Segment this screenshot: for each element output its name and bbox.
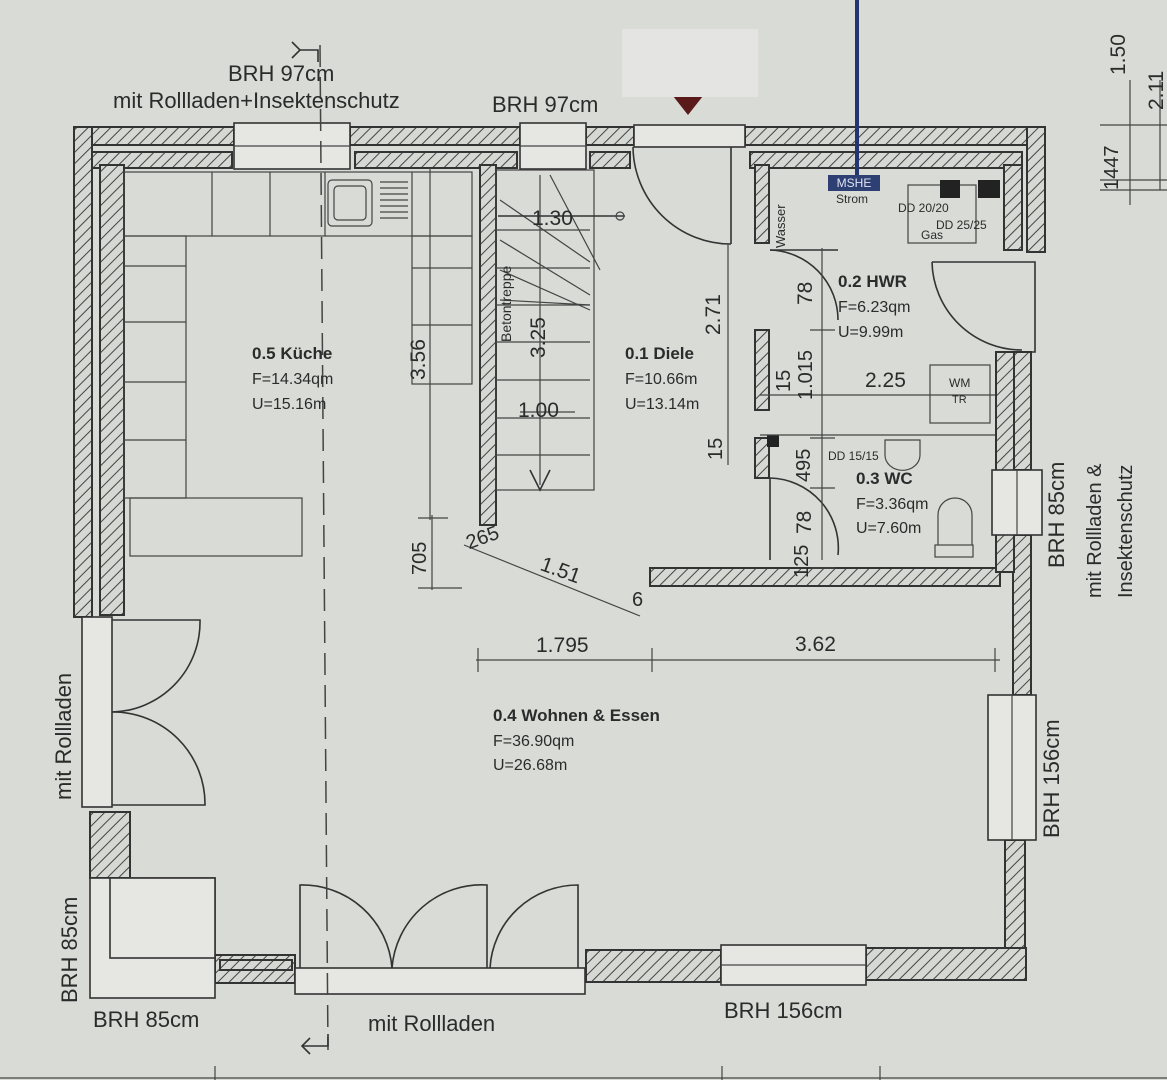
outer-walls (73, 126, 1046, 984)
room-hwr-area: F=6.23qm (838, 299, 911, 316)
right-rollladen: mit Rollladen & (1084, 463, 1106, 598)
right-insektenschutz: Insektenschutz (1115, 464, 1137, 598)
top-left-brh: BRH 97cm (228, 61, 335, 86)
dim-325: 3.25 (527, 317, 550, 358)
dim-78-bottom: 78 (793, 510, 816, 534)
dim-705: 705 (409, 541, 431, 575)
redacted-area (622, 29, 758, 97)
left-rollladen: mit Rollladen (51, 672, 76, 800)
ruler-1447: 1447 (1101, 145, 1123, 191)
utility-fixtures (767, 180, 1000, 558)
right-brh-85: BRH 85cm (1044, 461, 1069, 568)
room-kueche-area: F=14.34qm (252, 371, 334, 388)
entrance-arrow (673, 96, 703, 115)
doors (81, 124, 1036, 999)
staircase (495, 169, 625, 492)
top-left-note: mit Rollladen+Insektenschutz (113, 88, 400, 113)
bottom-ruler (0, 1066, 1167, 1080)
dim-100: 1.00 (518, 399, 559, 422)
room-wohnen-area: F=36.90qm (493, 733, 575, 750)
label-wasser: Wasser (773, 204, 788, 248)
dim-15-a: 15 (773, 369, 795, 392)
room-wc-perimeter: U=7.60m (856, 520, 922, 537)
room-hwr-perimeter: U=9.99m (838, 324, 904, 341)
dim-125: 125 (791, 544, 813, 578)
section-cut-line (291, 41, 329, 1055)
dim-1015: 1.015 (795, 349, 817, 400)
elevation-ruler (1100, 80, 1167, 205)
label-tr: TR (952, 394, 967, 406)
room-wohnen-name: 0.4 Wohnen & Essen (493, 706, 660, 725)
right-brh-156: BRH 156cm (1039, 719, 1064, 838)
room-wc-name: 0.3 WC (856, 469, 913, 488)
label-wm: WM (949, 376, 971, 390)
windows (233, 122, 1043, 986)
bottom-rollladen: mit Rollladen (368, 1011, 496, 1036)
room-diele-name: 0.1 Diele (625, 344, 694, 363)
room-kueche-name: 0.5 Küche (252, 344, 333, 363)
kitchen-cabinets (123, 171, 473, 557)
label-dd-25: DD 25/25 (936, 218, 987, 232)
mshe-panel: MSHE (828, 175, 880, 191)
dim-225: 2.25 (865, 369, 906, 392)
room-wc-area: F=3.36qm (856, 496, 929, 513)
dim-495: 495 (793, 448, 815, 482)
dim-271: 2.71 (702, 294, 725, 335)
bottom-brh-156: BRH 156cm (724, 998, 843, 1023)
label-strom: Strom (836, 192, 869, 206)
top-middle-brh: BRH 97cm (492, 92, 599, 117)
dim-78-top: 78 (794, 281, 817, 305)
room-kueche-perimeter: U=15.16m (252, 396, 327, 413)
label-dd-15: DD 15/15 (828, 449, 879, 463)
dimension-lines (418, 168, 1000, 672)
dim-6: 6 (632, 589, 644, 611)
label-dd-20: DD 20/20 (898, 201, 949, 215)
room-diele-area: F=10.66m (625, 371, 698, 388)
label-betontreppe: Betontreppe (498, 265, 514, 342)
left-brh-85: BRH 85cm (57, 896, 82, 1003)
dim-15-b: 15 (705, 437, 727, 460)
dim-362: 3.62 (795, 633, 836, 656)
label-gas: Gas (921, 228, 944, 242)
dim-356: 3.56 (407, 339, 430, 380)
dim-130: 1.30 (532, 207, 573, 230)
ruler-211: 2.11 (1145, 70, 1167, 110)
dim-1795: 1.795 (536, 634, 589, 657)
room-diele-perimeter: U=13.14m (625, 396, 700, 413)
bottom-brh-85: BRH 85cm (93, 1007, 200, 1032)
ruler-150: 1.50 (1107, 34, 1130, 75)
room-hwr-name: 0.2 HWR (838, 272, 907, 291)
room-wohnen-perimeter: U=26.68m (493, 757, 568, 774)
